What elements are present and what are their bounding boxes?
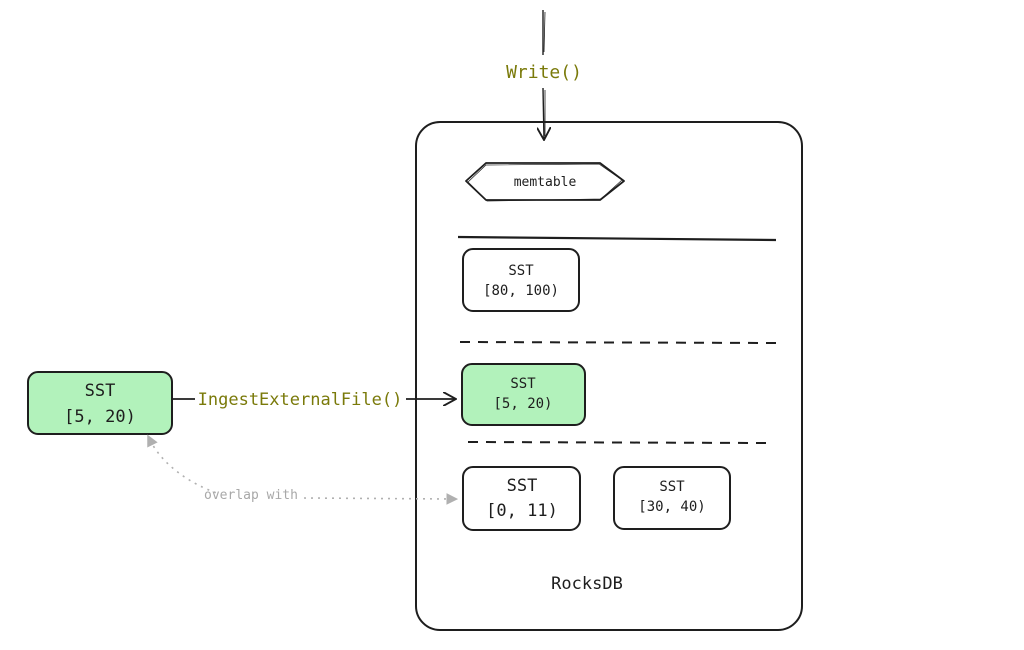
sst-level2-range: [5, 20) (493, 396, 552, 412)
sst-level1-title: SST (508, 263, 534, 279)
external-sst-range: [5, 20) (64, 407, 136, 427)
level-separator-1 (459, 341, 777, 344)
sst-level3-b-title: SST (659, 479, 685, 495)
memtable-separator (457, 235, 777, 242)
overlap-connector (150, 440, 221, 495)
memtable-node (465, 162, 625, 202)
overlap-connector-tail (303, 498, 452, 499)
write-label: Write() (506, 62, 582, 83)
overlap-label: overlap with (204, 488, 298, 503)
sst-level3-a-box (462, 466, 581, 531)
sst-level3-a-range: [0, 11) (486, 501, 558, 521)
ingest-label: IngestExternalFile() (198, 390, 403, 410)
sst-level1-box (462, 248, 580, 312)
write-arrow (543, 10, 545, 140)
sst-level3-a-title: SST (507, 476, 538, 496)
sst-level3-b-box (613, 466, 731, 530)
sst-level2-ingested-box (461, 363, 586, 426)
sst-level2-title: SST (510, 376, 536, 392)
external-sst-box (27, 371, 173, 435)
sst-level1-range: [80, 100) (483, 283, 559, 299)
rocksdb-label: RocksDB (551, 574, 623, 594)
sst-level3-b-range: [30, 40) (638, 499, 705, 515)
external-sst-title: SST (85, 381, 116, 401)
level-separator-2 (467, 441, 767, 444)
rocksdb-container (415, 121, 803, 631)
memtable-label: memtable (514, 175, 577, 190)
